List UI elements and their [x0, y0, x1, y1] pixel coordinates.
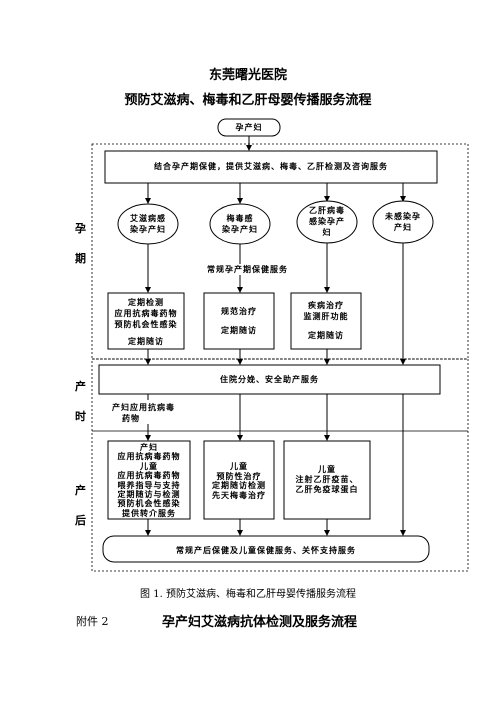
- phase-pregnancy-1: 孕: [75, 222, 86, 235]
- delivery-service-box: [98, 364, 441, 395]
- uninfected-group-label: 未感染孕 产妇: [385, 212, 421, 232]
- phase-delivery-2: 时: [75, 410, 86, 423]
- hbv-group-label: 乙肝病毒 感染孕产 妇: [309, 206, 345, 237]
- post-syphilis-text: 儿童 预防性治疗 定期随访检测 先天梅毒治疗: [212, 462, 266, 500]
- hiv-group-label: 艾滋病感 染孕产妇: [130, 214, 166, 234]
- delivery-hiv-text: 产妇应用抗病毒 药物: [112, 402, 196, 424]
- phase-postpartum-2: 后: [75, 514, 86, 527]
- postpartum-region: [91, 430, 469, 572]
- hospital-name: 东莞曙光医院: [208, 68, 287, 83]
- phase-postpartum-1: 产: [75, 484, 86, 497]
- post-hbv-box: [283, 440, 371, 520]
- hiv-pregnancy-box: [107, 292, 185, 350]
- hiv-pregnancy-text: 定期检测 应用抗病毒药物 预防机会性感染 定期随访: [114, 298, 178, 346]
- appendix-label: 附件 2: [76, 615, 109, 628]
- delivery-service-label: 住院分娩、安全助产服务: [220, 375, 319, 384]
- hbv-pregnancy-text: 疾病治疗 监测肝功能 定期随访: [303, 301, 349, 340]
- postpartum-routine-box: [102, 535, 430, 563]
- start-label: 孕产妇: [235, 123, 263, 132]
- post-hbv-text: 儿童 注射乙肝疫苗、 乙肝免疫球蛋白: [295, 465, 359, 494]
- hbv-pregnancy-box: [290, 292, 362, 350]
- syphilis-pregnancy-text: 规范治疗 定期随访: [221, 307, 257, 335]
- appendix-title: 孕产妇艾滋病抗体检测及服务流程: [162, 615, 358, 630]
- postpartum-routine-label: 常规产后保健及儿童保健服务、关怀支持服务: [176, 546, 356, 555]
- routine-care-label: 常规孕产期保健服务: [205, 264, 290, 275]
- syphilis-pregnancy-box: [203, 292, 275, 350]
- syphilis-group-label: 梅毒感 染孕产妇: [222, 214, 258, 234]
- phase-delivery-1: 产: [75, 380, 86, 393]
- integrated-service-label: 结合孕产期保健，提供艾滋病、梅毒、乙肝检测及咨询服务: [154, 162, 388, 171]
- post-syphilis-box: [203, 440, 275, 520]
- post-hiv-text: 产妇 应用抗病毒药物 儿童 应用抗病毒药物 喂养指导与支持 定期随访与检测 预防…: [117, 443, 181, 518]
- pregnancy-region: [91, 143, 469, 360]
- integrated-service-box: [104, 150, 438, 184]
- page-title: 预防艾滋病、梅毒和乙肝母婴传播服务流程: [124, 93, 372, 108]
- figure-caption: 图 1. 预防艾滋病、梅毒和乙肝母婴传播服务流程: [140, 589, 356, 600]
- phase-pregnancy-2: 期: [75, 252, 86, 265]
- post-hiv-box: [107, 440, 191, 520]
